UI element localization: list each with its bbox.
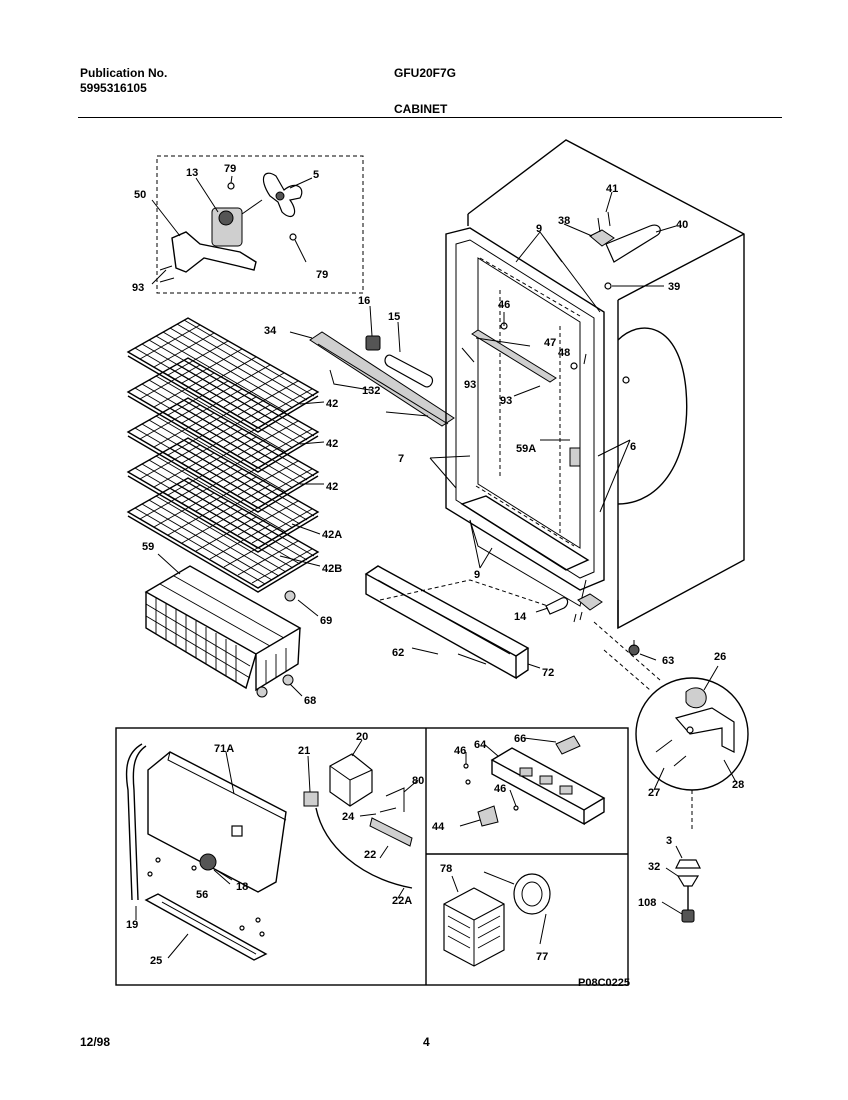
callout-93: 93 xyxy=(132,282,144,294)
kick-plate xyxy=(364,565,561,680)
callout-50: 50 xyxy=(134,189,146,201)
callout-66: 66 xyxy=(514,733,526,745)
callout-132: 132 xyxy=(362,385,380,397)
callout-21: 21 xyxy=(298,745,310,757)
callout-78: 78 xyxy=(440,863,452,875)
callout-34: 34 xyxy=(264,325,277,337)
callout-26: 26 xyxy=(714,651,726,663)
callout-93: 93 xyxy=(464,379,476,391)
callout-68: 68 xyxy=(304,695,316,707)
callout-79: 79 xyxy=(224,163,236,175)
callout-13: 13 xyxy=(186,167,198,179)
callout-39: 39 xyxy=(668,281,680,293)
callout-38: 38 xyxy=(558,215,570,227)
callout-18: 18 xyxy=(236,881,248,893)
publication-label: Publication No. xyxy=(80,66,168,80)
callout-15: 15 xyxy=(388,311,400,323)
leveling-leg xyxy=(661,845,701,923)
callout-46: 46 xyxy=(454,745,466,757)
callout-24: 24 xyxy=(342,811,355,823)
callout-64: 64 xyxy=(474,739,487,751)
callout-62: 62 xyxy=(392,647,404,659)
callout-22a: 22A xyxy=(392,895,412,907)
callout-42: 42 xyxy=(326,481,338,493)
callout-28: 28 xyxy=(732,779,744,791)
callout-59: 59 xyxy=(142,541,154,553)
callout-9: 9 xyxy=(474,569,480,581)
wire-shelves xyxy=(126,317,325,593)
callout-71a: 71A xyxy=(214,743,234,755)
callout-42: 42 xyxy=(326,438,338,450)
header-rule xyxy=(78,117,782,118)
callout-63: 63 xyxy=(662,655,674,667)
callout-6: 6 xyxy=(630,441,636,453)
callout-56: 56 xyxy=(196,889,208,901)
callout-25: 25 xyxy=(150,955,162,967)
callout-77: 77 xyxy=(536,951,548,963)
callout-46: 46 xyxy=(494,783,506,795)
callout-44: 44 xyxy=(432,821,445,833)
control-parts xyxy=(289,305,455,427)
callout-79: 79 xyxy=(316,269,328,281)
callout-59a: 59A xyxy=(516,443,536,455)
callout-19: 19 xyxy=(126,919,138,931)
fan-motor-inset xyxy=(151,155,364,294)
drawing-code: P08C0225 xyxy=(578,977,630,989)
callout-41: 41 xyxy=(606,183,618,195)
callout-72: 72 xyxy=(542,667,554,679)
electrical-bracket-box xyxy=(459,735,606,827)
callout-47: 47 xyxy=(544,337,556,349)
callout-5: 5 xyxy=(313,169,319,181)
callout-20: 20 xyxy=(356,731,368,743)
callout-80: 80 xyxy=(412,775,424,787)
callout-9: 9 xyxy=(536,223,542,235)
callout-42: 42 xyxy=(326,398,338,410)
callout-7: 7 xyxy=(398,453,404,465)
footer-date: 12/98 xyxy=(80,1035,111,1049)
wire-basket xyxy=(144,553,319,698)
callout-16: 16 xyxy=(358,295,370,307)
callout-46: 46 xyxy=(498,299,510,311)
part-callouts: 50 13 79 5 93 79 16 15 34 132 42 42 42 4… xyxy=(126,163,744,967)
callout-48: 48 xyxy=(558,347,570,359)
callout-22: 22 xyxy=(364,849,376,861)
callout-40: 40 xyxy=(676,219,688,231)
callout-42a: 42A xyxy=(322,529,342,541)
footer-page-number: 4 xyxy=(423,1035,430,1049)
rear-panel-box xyxy=(115,727,629,986)
lower-hinge-parts xyxy=(535,593,661,691)
publication-number: 5995316105 xyxy=(80,81,147,95)
callout-108: 108 xyxy=(638,897,656,909)
compressor-parts-box xyxy=(443,871,551,967)
callout-14: 14 xyxy=(514,611,527,623)
model-number: GFU20F7G xyxy=(394,66,457,80)
section-title: CABINET xyxy=(394,102,448,116)
hinge-detail-circle xyxy=(635,665,749,830)
callout-42b: 42B xyxy=(322,563,342,575)
callout-32: 32 xyxy=(648,861,660,873)
callout-69: 69 xyxy=(320,615,332,627)
freezer-cabinet xyxy=(429,139,745,630)
callout-3: 3 xyxy=(666,835,672,847)
callout-93: 93 xyxy=(500,395,512,407)
callout-27: 27 xyxy=(648,787,660,799)
